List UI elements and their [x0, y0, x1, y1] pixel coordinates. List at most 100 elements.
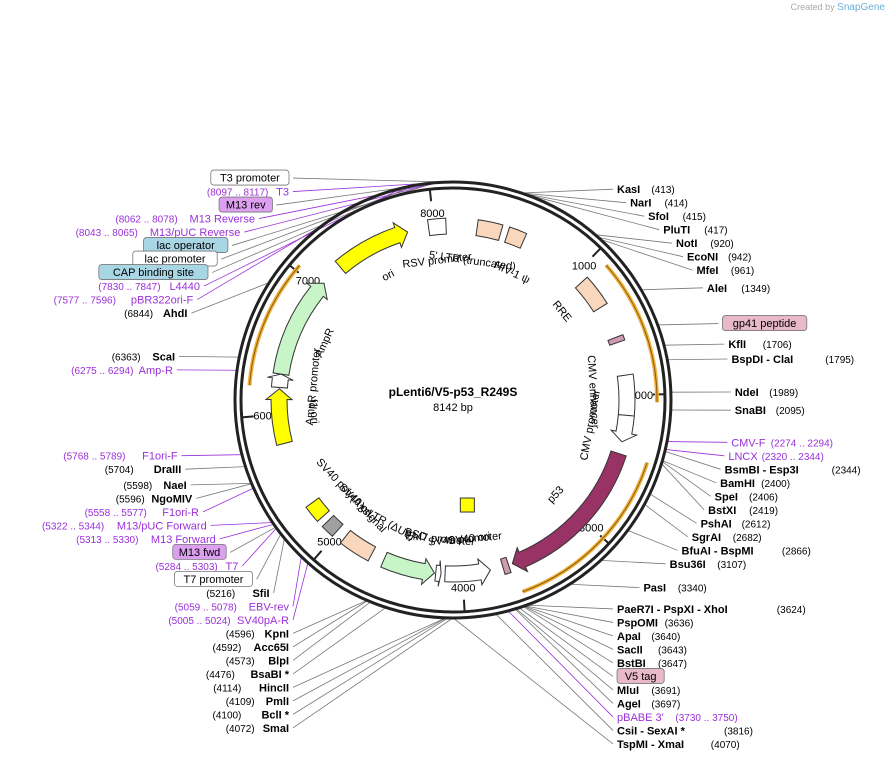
feature-bsd-12[interactable]	[380, 551, 436, 586]
feature-sv40-promoter-10[interactable]	[444, 557, 492, 587]
site-mlui[interactable]: MluI(3691)	[617, 685, 680, 697]
site-pluti[interactable]: PluTI(417)	[663, 225, 727, 237]
site-lac-promoter[interactable]: lac promoter	[132, 250, 218, 267]
site-pbr322ori-f[interactable]: pBR322ori-F(7577 .. 7596)	[54, 295, 194, 307]
site-kasi[interactable]: KasI(413)	[617, 184, 675, 196]
site-csii-sexai[interactable]: CsiI - SexAI *(3816)	[617, 725, 753, 737]
site-agei[interactable]: AgeI(3697)	[617, 698, 680, 710]
site-smai[interactable]: SmaI(4072)	[226, 723, 289, 735]
site-snabi[interactable]: SnaBI(2095)	[735, 405, 805, 417]
site-amp-r[interactable]: Amp-R(6275 .. 6294)	[71, 365, 173, 377]
site-bfuai-bspmi[interactable]: BfuAI - BspMI(2866)	[682, 545, 811, 557]
site-t7-promoter[interactable]: T7 promoter	[174, 570, 254, 587]
site-hincii[interactable]: HincII(4114)	[213, 682, 289, 694]
site-alei[interactable]: AleI(1349)	[707, 283, 770, 295]
leader-tspmi-xmai-34	[452, 617, 614, 745]
primer-label: M13/pUC Forward	[117, 520, 207, 532]
feature-ori-19[interactable]	[334, 221, 409, 275]
site-m13-forward[interactable]: M13 Forward(5313 .. 5330)	[76, 534, 216, 546]
site-m13-reverse[interactable]: M13 Reverse(8062 .. 8078)	[115, 214, 255, 226]
site-bsabi[interactable]: BsaBI *(4476)	[206, 669, 290, 681]
feature-ampr-18[interactable]	[272, 282, 328, 376]
site-f1ori-r[interactable]: F1ori-R(5558 .. 5577)	[85, 507, 199, 519]
site-sgrai[interactable]: SgrAI(2682)	[692, 532, 762, 544]
site-pshai[interactable]: PshAI(2612)	[701, 518, 771, 530]
site-v5-tag[interactable]: V5 tag	[616, 668, 665, 684]
site-m13-fwd[interactable]: M13 fwd	[172, 543, 227, 560]
site-bsu36i[interactable]: Bsu36I(3107)	[670, 559, 747, 571]
site-kfli[interactable]: KflI(1706)	[728, 339, 791, 351]
site-f1ori-f[interactable]: F1ori-F(5768 .. 5789)	[63, 451, 178, 463]
site-draiii[interactable]: DraIII(5704)	[105, 464, 182, 476]
site-bspdi-clai[interactable]: BspDI - ClaI(1795)	[731, 354, 854, 366]
site-bstbi[interactable]: BstBI(3647)	[617, 658, 687, 670]
site-noti[interactable]: NotI(920)	[676, 238, 734, 250]
site-acc65i[interactable]: Acc65I(4592)	[212, 642, 289, 654]
site-apai[interactable]: ApaI(3640)	[617, 631, 680, 643]
site-bstxi[interactable]: BstXI(2419)	[708, 505, 778, 517]
feature-em7-promoter-11[interactable]	[434, 560, 442, 587]
site-tspmi-xmai[interactable]: TspMI - XmaI(4070)	[617, 739, 740, 751]
site-naei[interactable]: NaeI(5598)	[123, 480, 186, 492]
site-bcli[interactable]: BclI *(4100)	[212, 709, 289, 721]
feature-rsv-promoter-0[interactable]	[426, 217, 447, 237]
backbone	[233, 180, 673, 620]
site-spei[interactable]: SpeI(2406)	[715, 491, 778, 503]
primer-label: LNCX	[728, 451, 758, 463]
site-ndei[interactable]: NdeI(1989)	[735, 387, 798, 399]
site-lac-operator[interactable]: lac operator	[143, 237, 229, 253]
feature-3-ltr-u3-13[interactable]	[339, 529, 377, 562]
feature-v5-tag-8[interactable]	[499, 556, 512, 576]
site-t7[interactable]: T7(5284 .. 5303)	[155, 561, 238, 573]
site-blpi[interactable]: BlpI(4573)	[226, 655, 289, 667]
feature-f1-ori-16[interactable]	[264, 388, 294, 446]
site-nari[interactable]: NarI(414)	[630, 198, 688, 210]
site-t3-promoter[interactable]: T3 promoter	[210, 169, 290, 186]
site-sfoi[interactable]: SfoI(415)	[648, 211, 706, 223]
site-ebv-rev[interactable]: EBV-rev(5059 .. 5078)	[175, 601, 290, 613]
enzyme-label: NgoMIV	[151, 493, 193, 505]
site-cap-binding-site[interactable]: CAP binding site	[98, 264, 209, 280]
feature-hiv-1-2[interactable]	[504, 226, 528, 249]
site-m13-rev[interactable]: M13 rev	[218, 196, 273, 213]
leader-lac-promoter-6	[221, 184, 418, 260]
primer-label: pBABE 3'	[617, 712, 664, 724]
site-bamhi[interactable]: BamHI(2400)	[720, 478, 790, 490]
site-mfei[interactable]: MfeI(961)	[696, 265, 754, 277]
feature-sv40-poly-a-signal-15[interactable]	[305, 497, 331, 523]
feature-ampr-promoter-17[interactable]	[267, 373, 294, 389]
region-arc-lentiviral-core	[605, 264, 658, 403]
site-scai[interactable]: ScaI(6363)	[112, 351, 175, 363]
site-ngomiv[interactable]: NgoMIV(5596)	[116, 493, 193, 505]
site-m13-puc-reverse[interactable]: M13/pUC Reverse(8043 .. 8065)	[76, 227, 241, 239]
site-paer7i-pspxi-xhoi[interactable]: PaeR7I - PspXI - XhoI(3624)	[617, 604, 806, 616]
feature-p53-7[interactable]	[511, 450, 627, 573]
site-sfii[interactable]: SfiI(5216)	[206, 588, 269, 600]
site-sacii[interactable]: SacII(3643)	[617, 644, 687, 656]
site-m13-puc-forward[interactable]: M13/pUC Forward(5322 .. 5344)	[42, 520, 207, 532]
feature-rre-3[interactable]	[574, 276, 608, 313]
site-pasi[interactable]: PasI(3340)	[643, 583, 706, 595]
site-sv40pa-r[interactable]: SV40pA-R(5005 .. 5024)	[168, 615, 289, 627]
site-pspomi[interactable]: PspOMI(3636)	[617, 617, 694, 629]
site-bsmbi-esp3i[interactable]: BsmBI - Esp3I(2344)	[725, 464, 861, 476]
site-pbabe-3[interactable]: pBABE 3'(3730 .. 3750)	[617, 712, 738, 724]
feature-gp41-peptide-4[interactable]	[607, 334, 626, 346]
site-lncx[interactable]: LNCX(2320 .. 2344)	[728, 451, 823, 463]
enzyme-position: (6844)	[124, 309, 153, 320]
feature-cmv-enhancer-5[interactable]	[616, 373, 636, 417]
feature-cmv-promoter-6[interactable]	[609, 414, 639, 443]
site-ahdi[interactable]: AhdI(6844)	[124, 308, 187, 320]
site-pmli[interactable]: PmlI(4109)	[226, 696, 289, 708]
enzyme-label: HincII	[259, 682, 289, 694]
site-kpni[interactable]: KpnI(4596)	[226, 628, 289, 640]
feature-sv40-ori-9[interactable]	[459, 497, 475, 513]
enzyme-position: (3107)	[717, 560, 746, 571]
feature-sv40-ori-14[interactable]	[321, 514, 344, 537]
site-l4440[interactable]: L4440(7830 .. 7847)	[98, 281, 200, 293]
site-gp41-peptide[interactable]: gp41 peptide	[721, 315, 808, 331]
site-econi[interactable]: EcoNI(942)	[687, 252, 751, 264]
site-t3[interactable]: T3(8097 .. 8117)	[207, 187, 289, 199]
feature-5-ltr-truncated-1[interactable]	[475, 219, 504, 241]
site-cmv-f[interactable]: CMV-F(2274 .. 2294)	[731, 437, 833, 449]
